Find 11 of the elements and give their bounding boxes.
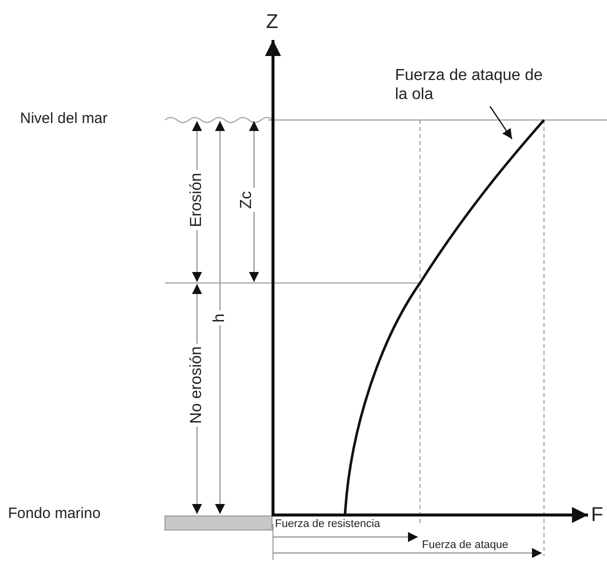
callout-label: Fuerza de ataque de la ola xyxy=(395,66,545,104)
dimension-label: Zc xyxy=(239,188,255,212)
axis-label: Z xyxy=(266,12,278,32)
seabed-bar xyxy=(164,516,272,530)
level-label: Fondo marino xyxy=(8,506,101,521)
force-label: Fuerza de ataque xyxy=(422,540,508,551)
leader-line xyxy=(490,106,512,140)
force-label: Fuerza de resistencia xyxy=(275,519,380,530)
force-curve xyxy=(344,119,545,516)
level-label: Nivel del mar xyxy=(20,111,108,126)
axis-label: F xyxy=(591,505,604,525)
